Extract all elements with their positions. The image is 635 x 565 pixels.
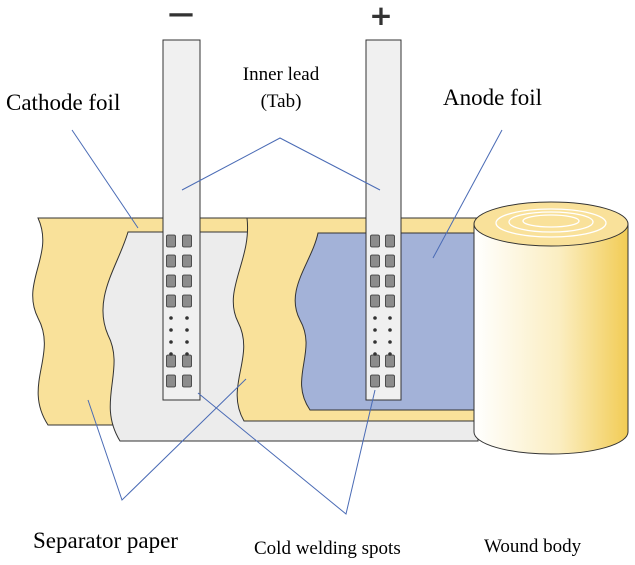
weld-spot bbox=[385, 294, 395, 308]
weld-spot bbox=[166, 294, 176, 308]
weld-dot bbox=[185, 328, 189, 332]
positive-tab bbox=[365, 39, 402, 401]
negative-tab bbox=[162, 39, 201, 401]
weld-dot bbox=[388, 340, 392, 344]
weld-spot bbox=[385, 274, 395, 288]
weld-spot bbox=[182, 354, 192, 368]
weld-spot bbox=[370, 354, 380, 368]
weld-dot bbox=[388, 328, 392, 332]
weld-spot bbox=[182, 274, 192, 288]
weld-dot bbox=[373, 328, 377, 332]
leader-cathode-foil bbox=[71, 129, 139, 229]
weld-dot bbox=[185, 352, 189, 356]
wound-body bbox=[473, 201, 629, 455]
weld-spot bbox=[370, 254, 380, 268]
leader-lines bbox=[71, 129, 503, 515]
label-inner-lead-1: Inner lead bbox=[243, 64, 320, 85]
weld-spot bbox=[166, 354, 176, 368]
weld-spot bbox=[166, 374, 176, 388]
positive-sign: + bbox=[369, 0, 392, 32]
weld-dot bbox=[373, 340, 377, 344]
leader-inner-lead bbox=[181, 137, 381, 191]
weld-spot bbox=[182, 374, 192, 388]
leader-separator-paper bbox=[87, 378, 247, 501]
weld-dot bbox=[185, 340, 189, 344]
weld-spot bbox=[166, 254, 176, 268]
weld-spot bbox=[385, 234, 395, 248]
weld-dot bbox=[169, 340, 173, 344]
label-inner-lead-2: (Tab) bbox=[261, 91, 302, 112]
weld-spot bbox=[370, 274, 380, 288]
weld-spot bbox=[385, 254, 395, 268]
weld-spot bbox=[370, 294, 380, 308]
weld-spot bbox=[370, 234, 380, 248]
weld-dot bbox=[169, 316, 173, 320]
leader-cold-welding bbox=[197, 389, 376, 515]
weld-spot bbox=[182, 234, 192, 248]
leader-anode-foil bbox=[432, 129, 503, 259]
weld-dot bbox=[169, 328, 173, 332]
label-anode-foil: Anode foil bbox=[443, 85, 542, 110]
weld-spot bbox=[370, 374, 380, 388]
weld-spot bbox=[182, 294, 192, 308]
weld-spot bbox=[182, 254, 192, 268]
weld-dot bbox=[185, 316, 189, 320]
weld-dot bbox=[169, 352, 173, 356]
weld-spot bbox=[166, 234, 176, 248]
negative-sign: — bbox=[168, 0, 194, 29]
weld-dot bbox=[373, 316, 377, 320]
weld-dot bbox=[373, 352, 377, 356]
label-separator-paper: Separator paper bbox=[33, 528, 178, 553]
weld-spot bbox=[385, 374, 395, 388]
label-wound-body: Wound body bbox=[484, 536, 582, 557]
weld-spot bbox=[385, 354, 395, 368]
weld-dot bbox=[388, 352, 392, 356]
label-cathode-foil: Cathode foil bbox=[6, 90, 120, 115]
weld-dot bbox=[388, 316, 392, 320]
label-cold-welding-spots: Cold welding spots bbox=[254, 538, 401, 559]
weld-spot bbox=[166, 274, 176, 288]
